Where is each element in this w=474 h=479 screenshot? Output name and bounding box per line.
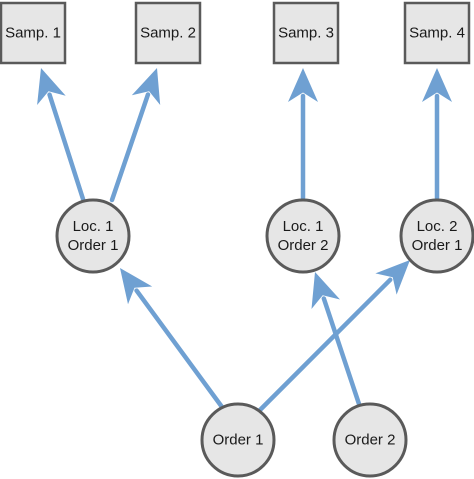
arrowhead [311,272,340,309]
node-loc2order1: Loc. 2 Order 1 [399,198,474,274]
node-box-shape [134,1,202,65]
node-label: Loc. 1 [283,218,324,235]
node-label: Order 2 [278,237,329,254]
node-label: Loc. 1 [73,218,114,235]
node-label: Samp. 1 [5,25,61,42]
arrow-loc1order1-to-samp1 [37,68,86,202]
node-order1: Order 1 [200,402,276,478]
node-samp3: Samp. 3 [272,1,340,65]
arrow-order1-to-loc1order1 [120,268,225,410]
node-circle-shape [200,402,276,478]
node-circle-shape [265,198,341,274]
node-samp1: Samp. 1 [0,1,67,65]
node-order2: Order 2 [332,402,408,478]
edges-layer [37,68,452,415]
node-label: Order 1 [68,237,119,254]
arrow-loc2order1-to-samp4 [422,68,452,203]
arrowhead [422,68,452,102]
arrow-loc1order1-to-samp2 [109,68,161,203]
arrow-shaft [255,277,393,415]
node-label: Loc. 2 [417,218,458,235]
arrowhead [375,260,410,295]
arrow-shaft [47,92,86,202]
node-label: Order 2 [345,432,396,449]
arrow-shaft [321,296,362,407]
node-circle-shape [399,198,474,274]
arrow-order1-to-loc2order1 [255,260,410,415]
arrow-order2-to-loc1order2 [311,272,362,407]
node-loc1order2: Loc. 1 Order 2 [265,198,341,274]
node-label: Samp. 2 [140,25,196,42]
node-circle-shape [55,198,131,274]
node-box-shape [403,1,471,65]
arrowhead [37,68,66,105]
node-circle-shape [332,402,408,478]
node-label: Order 1 [412,237,463,254]
node-samp2: Samp. 2 [134,1,202,65]
arrow-shaft [134,288,225,410]
arrowhead [288,68,318,102]
node-box-shape [0,1,67,65]
node-label: Samp. 3 [278,25,334,42]
arrowhead [120,268,153,305]
node-label: Samp. 4 [409,25,465,42]
arrowhead [131,68,161,105]
node-label: Order 1 [213,432,264,449]
arrow-loc1order2-to-samp3 [288,68,318,203]
node-box-shape [272,1,340,65]
arrow-shaft [109,92,151,203]
node-samp4: Samp. 4 [403,1,471,65]
node-loc1order1: Loc. 1 Order 1 [55,198,131,274]
